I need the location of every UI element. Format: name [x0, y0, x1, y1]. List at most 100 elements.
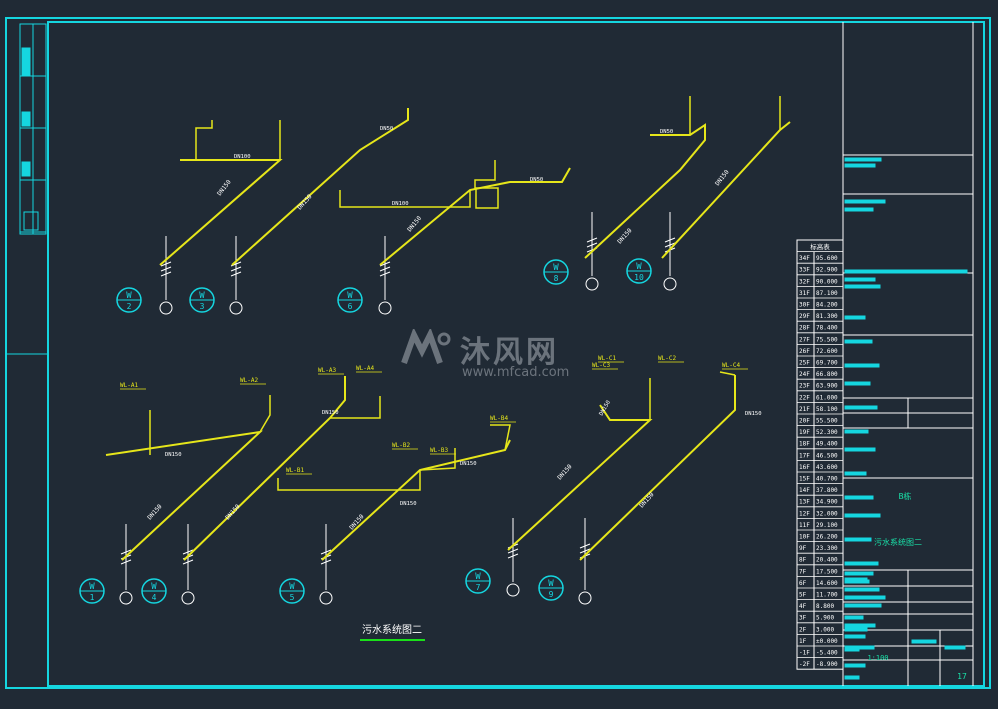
elevation-value: -5.400	[816, 650, 838, 657]
elevation-value: 29.100	[816, 522, 838, 529]
riser-hatch	[507, 548, 519, 554]
riser-hatch	[664, 237, 676, 243]
title-block-bar	[844, 634, 866, 639]
branch-pipe	[195, 120, 213, 160]
elevation-value: 87.100	[816, 290, 838, 297]
floor-label: 19F	[799, 429, 810, 436]
branch-tag: WL-B2	[392, 442, 410, 449]
floor-label: 34F	[799, 255, 810, 262]
riser-tag-letter: W	[347, 291, 353, 301]
riser-hatch	[160, 271, 172, 277]
binding-mark	[21, 161, 31, 177]
floor-label: 27F	[799, 336, 810, 343]
riser-hatch	[182, 549, 194, 555]
floor-label: 25F	[799, 360, 810, 367]
elevation-value: 58.100	[816, 406, 838, 413]
elevation-value: 63.900	[816, 383, 838, 390]
floor-label: -1F	[799, 650, 810, 657]
elevation-value: 95.600	[816, 255, 838, 262]
riser-hatch	[120, 559, 132, 565]
title-block-bar	[844, 675, 860, 680]
title-block-bar	[844, 663, 866, 668]
elevation-value: 72.600	[816, 348, 838, 355]
floor-label: 29F	[799, 313, 810, 320]
floor-label: 31F	[799, 290, 810, 297]
title-block-bar	[844, 157, 882, 162]
sheet-scale: 1:100	[867, 654, 888, 662]
title-block-bar	[844, 284, 881, 289]
riser-hatch	[379, 271, 391, 277]
elevation-table-header: 标高表	[810, 242, 830, 251]
riser-hatch	[230, 266, 242, 272]
elevation-value: 92.900	[816, 267, 838, 274]
fitting-box	[475, 187, 499, 209]
main-pipe	[321, 439, 511, 561]
riser-hatch	[160, 266, 172, 272]
floor-label: 6F	[799, 580, 807, 587]
title-block-bar	[844, 579, 870, 584]
riser-W-4: W4	[141, 524, 195, 605]
pipe-labels: DN100DN100DN50DN150DN150DN150DN150DN50DN…	[120, 126, 762, 507]
title-block-bar	[844, 571, 874, 576]
riser-hatch	[230, 271, 242, 277]
riser-tag-letter: W	[289, 582, 295, 592]
branch-tag: WL-B4	[490, 415, 508, 422]
binding-mark	[21, 111, 31, 127]
floor-label: 20F	[799, 418, 810, 425]
elevation-value: 3.000	[816, 626, 834, 633]
elevation-value: 40.700	[816, 476, 838, 483]
riser-hatch	[379, 261, 391, 267]
branch-tag: WL-A4	[356, 365, 374, 372]
floor-label: 18F	[799, 441, 810, 448]
pipe-size-label: DN150	[165, 452, 182, 458]
branch-pipe	[719, 371, 736, 376]
main-pipe	[579, 375, 736, 561]
branch-tag: WL-A3	[318, 367, 336, 374]
main-pipe	[231, 108, 409, 266]
floor-label: 9F	[799, 545, 807, 552]
riser-tag-number: 2	[127, 302, 132, 311]
floor-label: 22F	[799, 394, 810, 401]
riser-tag-number: 8	[554, 274, 559, 283]
binding-mark	[21, 47, 31, 63]
floor-label: 21F	[799, 406, 810, 413]
main-pipe	[584, 123, 706, 259]
drawing-title-group: 污水系统图二	[360, 623, 425, 641]
title-block-bar	[844, 405, 878, 410]
title-block-bar	[844, 471, 867, 476]
riser-hatch	[664, 242, 676, 248]
elevation-value: 81.300	[816, 313, 838, 320]
elevation-value: ±0.000	[816, 638, 838, 645]
branch-pipe	[490, 424, 511, 451]
riser-tag-letter: W	[475, 572, 481, 582]
pipe-size-label: DN150	[616, 227, 634, 245]
riser-tag-letter: W	[89, 582, 95, 592]
cleanout-circle	[181, 591, 195, 605]
floor-label: 10F	[799, 534, 810, 541]
cleanout-circle	[378, 301, 392, 315]
floor-label: 1F	[799, 638, 807, 645]
title-block-bar	[844, 561, 879, 566]
riser-tag-number: 5	[290, 593, 295, 602]
title-block-bar	[844, 623, 876, 628]
riser-W-7: W7	[465, 518, 520, 597]
riser-W-6: W6	[337, 236, 392, 315]
branch-tag: WL-B3	[430, 447, 448, 454]
riser-tag-number: 6	[348, 302, 353, 311]
pipe-size-label: DN150	[745, 411, 762, 417]
pipe-size-label: DN150	[714, 168, 731, 187]
riser-tag-number: 3	[200, 302, 205, 311]
riser-tag-letter: W	[553, 263, 559, 273]
riser-hatch	[507, 553, 519, 559]
main-pipe	[105, 430, 264, 561]
main-pipe	[159, 159, 283, 266]
floor-label: 16F	[799, 464, 810, 471]
floor-label: 15F	[799, 476, 810, 483]
pipe-size-label: DN150	[146, 503, 164, 521]
riser-hatch	[579, 548, 591, 554]
elevation-value: 43.600	[816, 464, 838, 471]
title-block-bar	[844, 199, 886, 204]
